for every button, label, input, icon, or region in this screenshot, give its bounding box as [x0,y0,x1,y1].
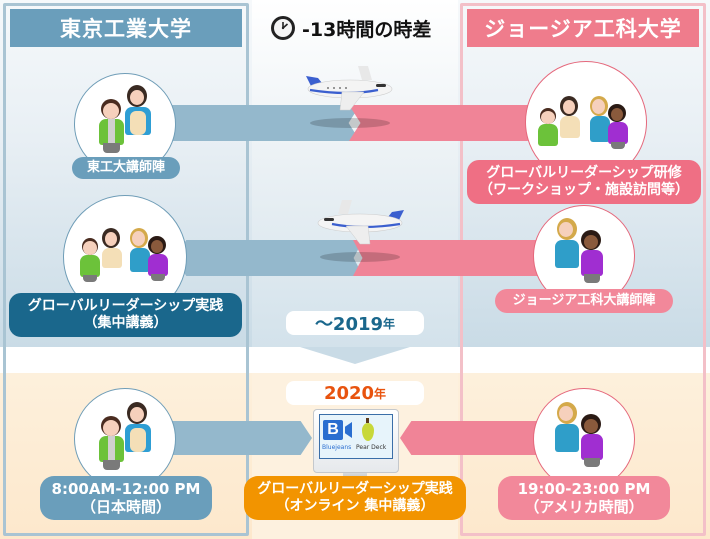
georgia-tech-lecturers-label: ジョージア工科大講師陣 [495,289,673,313]
arrow-georgia-to-online [400,421,542,455]
global-leadership-practice-label: グローバルリーダーシップ実践 （集中講義） [9,293,242,337]
bluejeans-logo: B Bluejeans [322,420,352,451]
tokyo-tech-header: 東京工業大学 [10,9,242,47]
georgia-tech-lecturers-figures [555,218,625,288]
georgia-tech-header: ジョージア工科大学 [467,9,699,47]
arrow-georgia-to-tokyo-pink [353,240,543,276]
arrow-georgia-to-tokyo-blue [175,240,363,276]
time-difference-text: -13時間の時差 [302,18,432,41]
airplane-shadow [320,252,400,262]
arrow-tokyo-to-georgia-blue [170,105,360,141]
georgia-training-figures [538,92,638,152]
airplane-icon [317,200,404,245]
practice-figures [80,228,180,288]
pear-deck-logo: Pear Deck [356,418,392,456]
time-difference: -13時間の時差 [270,9,450,47]
airplane-shadow [310,118,390,128]
tokyo-tech-lecturers-label: 東工大講師陣 [72,157,180,179]
center-column-2019 [252,0,458,347]
tokyo-tech-lecturers-figures [95,85,165,160]
arrow-tokyo-to-online [170,421,312,455]
global-leadership-training-label: グローバルリーダーシップ研修 （ワークショップ・施設訪問等） [467,160,701,204]
america-time-label: 19:00-23:00 PM （アメリカ時間） [498,476,670,520]
tokyo-time-label: 8:00AM-12:00 PM （日本時間） [40,476,212,520]
online-intensive-course-label: グローバルリーダーシップ実践 （オンライン 集中講義） [244,476,466,520]
clock-icon [271,16,295,40]
arrow-tokyo-to-georgia-pink [349,105,541,141]
tokyo-time-figures [95,402,165,477]
airplane-icon [306,66,393,111]
america-time-figures [555,402,625,472]
